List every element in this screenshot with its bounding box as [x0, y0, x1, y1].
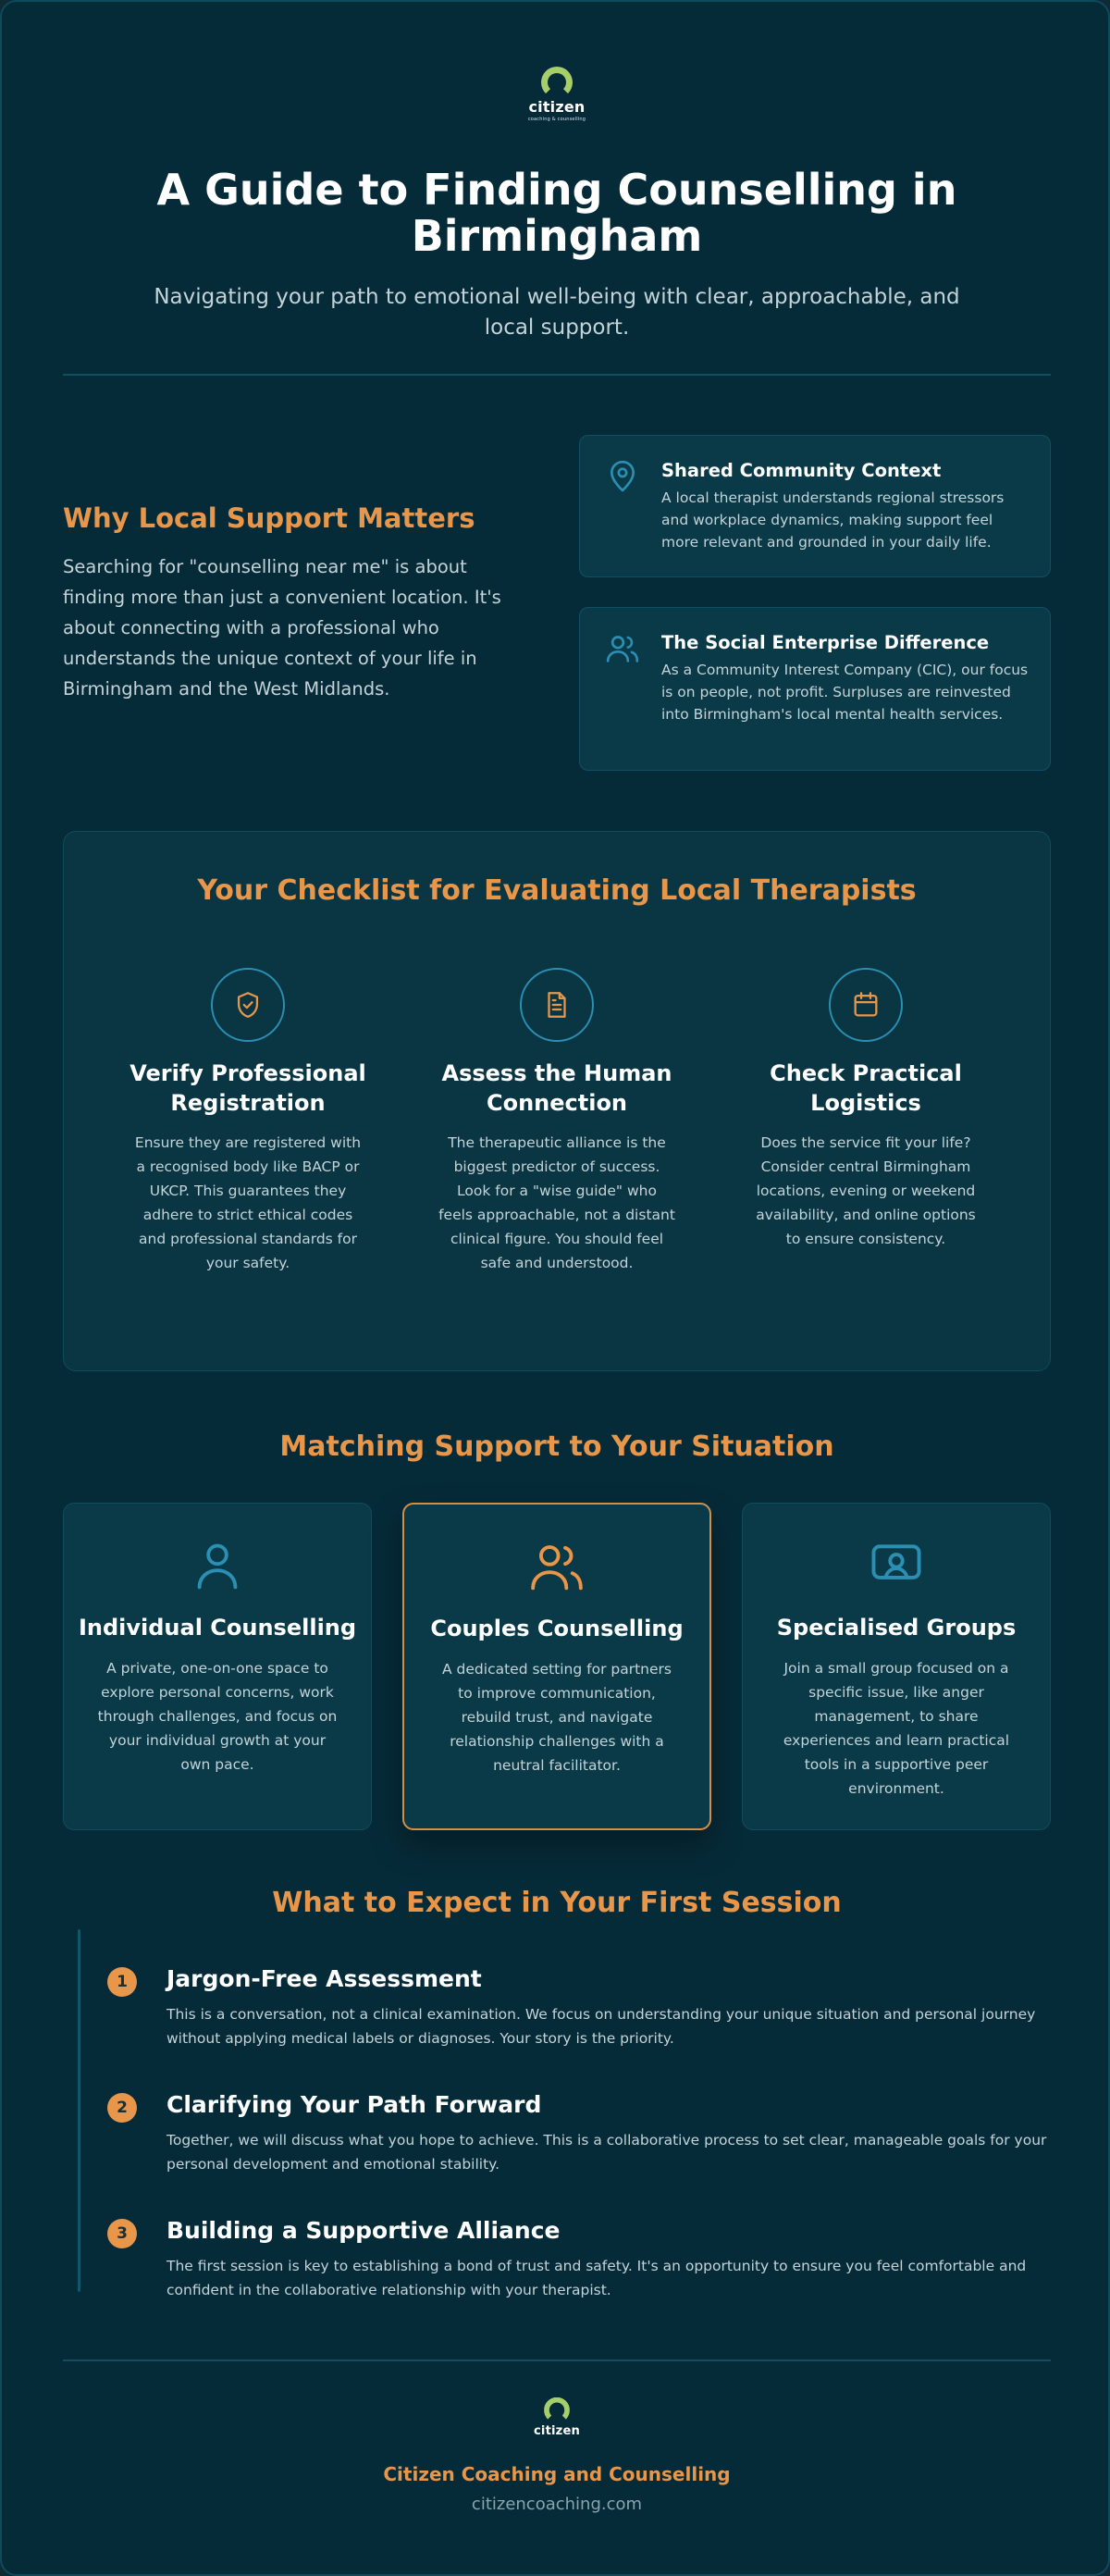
- logo-ring-icon: [541, 67, 573, 98]
- info-card-text: As a Community Interest Company (CIC), o…: [661, 662, 1029, 723]
- calendar-icon: [854, 992, 878, 1017]
- info-card-title: Shared Community Context: [661, 460, 942, 481]
- users-icon: [606, 636, 639, 663]
- page-title: A Guide to Finding Counselling in Birmin…: [156, 165, 957, 261]
- step-number-badge: 2: [107, 2093, 137, 2123]
- page-subtitle: Navigating your path to emotional well-b…: [154, 285, 960, 340]
- footer-website-link[interactable]: citizencoaching.com: [471, 2495, 643, 2514]
- footer-logo: citizen: [102, 2396, 1012, 2438]
- checklist-item-text: The therapeutic alliance is the biggest …: [438, 1134, 675, 1271]
- map-pin-icon: [610, 460, 635, 492]
- step-title: Building a Supportive Alliance: [166, 2217, 561, 2244]
- match-card-text: A dedicated setting for partners to impr…: [442, 1661, 672, 1774]
- footer-divider: [63, 2359, 1051, 2361]
- checklist-item-registration: Verify Professional Registration Ensure …: [123, 968, 373, 1275]
- logo-ring-icon: [544, 2396, 570, 2423]
- checklist-item-logistics: Check Practical Logistics Does the servi…: [741, 968, 991, 1251]
- checklist-title: Your Checklist for Evaluating Local Ther…: [197, 874, 917, 907]
- step-number-badge: 1: [107, 1967, 137, 1997]
- step-title: Clarifying Your Path Forward: [166, 2091, 542, 2118]
- step-title: Jargon-Free Assessment: [166, 1965, 482, 1992]
- step-text: This is a conversation, not a clinical e…: [166, 2006, 1036, 2047]
- step-text: The first session is key to establishing…: [166, 2258, 1027, 2298]
- why-section-text: Searching for "counselling near me" is a…: [63, 556, 501, 700]
- checklist-item-text: Ensure they are registered with a recogn…: [134, 1134, 362, 1271]
- checklist-icon-badge: [829, 968, 903, 1042]
- step-text: Together, we will discuss what you hope …: [166, 2132, 1047, 2173]
- session-title: What to Expect in Your First Session: [272, 1887, 842, 1919]
- checklist-icon-badge: [211, 968, 285, 1042]
- info-card-text: A local therapist understands regional s…: [661, 489, 1005, 551]
- logo-tagline: coaching & counselling: [527, 117, 586, 122]
- group-screen-icon: [871, 1544, 921, 1579]
- matching-title: Matching Support to Your Situation: [279, 1430, 834, 1463]
- match-card-groups: Specialised Groups Join a small group fo…: [742, 1503, 1051, 1830]
- info-card-title: The Social Enterprise Difference: [661, 632, 990, 653]
- logo-wordmark: citizen: [533, 2422, 581, 2438]
- checklist-item-text: Does the service fit your life? Consider…: [756, 1134, 976, 1247]
- match-card-couples: Couples Counselling A dedicated setting …: [402, 1503, 711, 1830]
- checklist-item-title: Verify Professional Registration: [130, 1060, 366, 1116]
- match-card-title: Individual Counselling: [78, 1615, 357, 1641]
- header-logo: citizen coaching & counselling: [2, 67, 1108, 122]
- info-card-social-enterprise: The Social Enterprise Difference As a Co…: [579, 607, 1051, 771]
- info-card-community: Shared Community Context A local therapi…: [579, 435, 1051, 577]
- footer-organisation: Citizen Coaching and Counselling: [383, 2463, 731, 2485]
- timeline-line: [78, 1929, 80, 2292]
- user-icon: [197, 1543, 238, 1590]
- checklist-item-connection: Assess the Human Connection The therapeu…: [432, 968, 682, 1275]
- match-card-text: Join a small group focused on a specific…: [783, 1660, 1010, 1797]
- checklist-item-title: Check Practical Logistics: [770, 1060, 962, 1116]
- match-card-title: Couples Counselling: [430, 1616, 684, 1641]
- step-number-badge: 3: [107, 2219, 137, 2248]
- logo-wordmark: citizen: [528, 98, 586, 116]
- couple-icon: [531, 1545, 583, 1591]
- shield-check-icon: [237, 992, 259, 1018]
- checklist-icon-badge: [520, 968, 594, 1042]
- divider: [63, 374, 1051, 376]
- match-card-title: Specialised Groups: [776, 1615, 1017, 1641]
- checklist-item-title: Assess the Human Connection: [441, 1060, 672, 1116]
- why-section-title: Why Local Support Matters: [63, 502, 475, 534]
- checklist-panel: [63, 831, 1051, 1371]
- match-card-text: A private, one-on-one space to explore p…: [97, 1660, 338, 1773]
- document-icon: [548, 992, 566, 1018]
- match-card-individual: Individual Counselling A private, one-on…: [63, 1503, 372, 1830]
